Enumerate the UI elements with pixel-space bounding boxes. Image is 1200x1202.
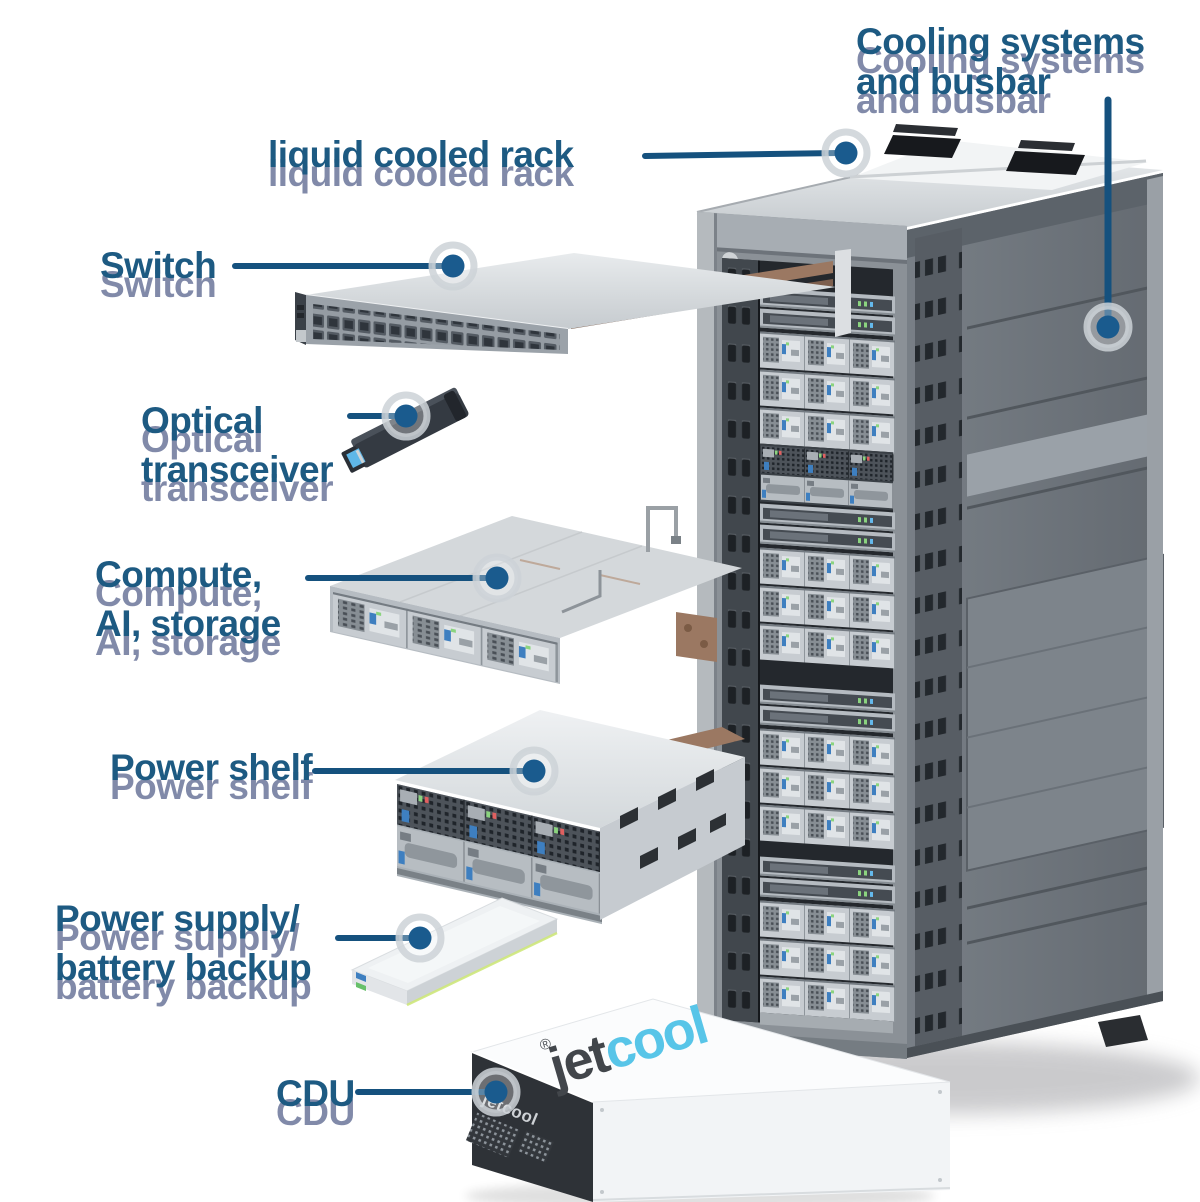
- callout-marker-power-supply: [399, 917, 441, 959]
- rack-roof-panel: [849, 124, 1148, 190]
- roof-cutout: [884, 135, 961, 158]
- leader-lines: [232, 96, 1112, 1095]
- switch-ports: [313, 304, 560, 350]
- callout-marker-compute: [476, 557, 518, 599]
- label-power-shelf: Power shelf: [110, 747, 313, 788]
- label-cdu: CDU: [276, 1073, 355, 1114]
- leader-line-rack: [642, 150, 841, 159]
- rack-side-panel: [907, 173, 1164, 1058]
- rack-caster: [1098, 1015, 1148, 1047]
- switch-unit: [295, 249, 851, 354]
- label-switch: Switch: [100, 245, 217, 286]
- power-shelf-unit: [395, 710, 745, 925]
- busbar-bracket: [676, 612, 717, 662]
- label-optical-transceiver: Optical transceiver: [141, 400, 333, 490]
- label-compute: Compute, AI, storage: [95, 554, 281, 644]
- label-power-supply: Power supply/ battery backup: [55, 898, 312, 988]
- cdu-vent: [517, 1130, 554, 1163]
- compute-pipe: [646, 506, 678, 552]
- label-liquid-cooled-rack: liquid cooled rack: [268, 134, 574, 175]
- callout-marker-transceiver: [385, 395, 427, 437]
- compute-unit: [330, 506, 742, 684]
- registered-mark: ®: [538, 1035, 553, 1054]
- rack-interior: [722, 257, 896, 1034]
- callout-marker-rack: [825, 132, 867, 174]
- server-rack: [676, 124, 1164, 1110]
- cdu-vent: [465, 1112, 520, 1158]
- power-supply-unit: [350, 897, 559, 1007]
- roof-cutout: [1006, 151, 1085, 175]
- callout-marker-power-shelf: [513, 750, 555, 792]
- callout-marker-switch: [432, 245, 474, 287]
- callout-marker-cdu: [475, 1071, 517, 1113]
- label-cooling-busbar: Cooling systems and busbar: [856, 21, 1145, 102]
- callout-marker-cooling: [1087, 306, 1129, 348]
